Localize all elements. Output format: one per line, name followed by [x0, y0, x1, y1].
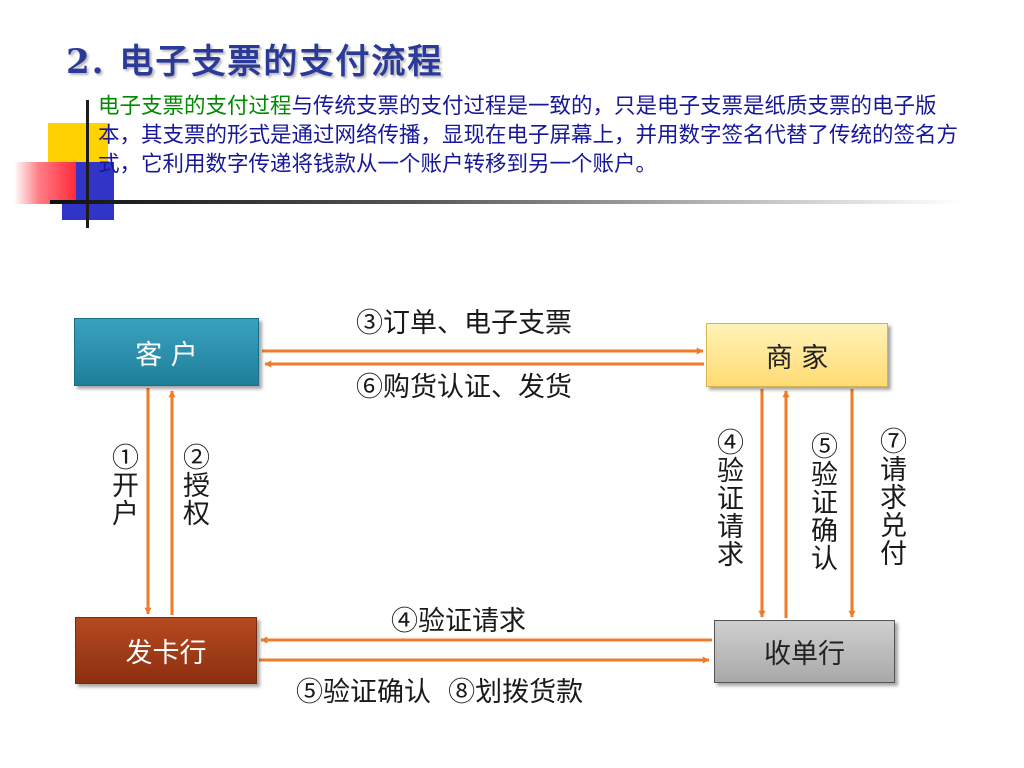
label-step7: ⑦请求兑付	[875, 427, 906, 567]
label-step5-right: ⑤验证确认	[806, 432, 837, 572]
label-step6: ⑥购货认证、发货	[356, 372, 572, 403]
label-step3: ③订单、电子支票	[356, 308, 572, 339]
node-customer: 客 户	[74, 318, 259, 386]
node-merchant: 商 家	[706, 323, 888, 387]
intro-highlight: 电子支票的支付过程	[98, 94, 292, 119]
node-issuing-bank: 发卡行	[75, 617, 257, 684]
node-acquiring-bank: 收单行	[714, 620, 895, 683]
label-step2: ②授权	[178, 443, 209, 527]
page-title: 2. 电子支票的支付流程	[66, 42, 444, 82]
decor-red-gradient	[14, 162, 76, 204]
label-step4-bottom: ④验证请求	[391, 606, 526, 637]
intro-paragraph: 电子支票的支付过程与传统支票的支付过程是一致的，只是电子支票是纸质支票的电子版本…	[98, 92, 958, 179]
label-step1: ①开户	[107, 443, 138, 527]
decor-horizontal-line	[50, 200, 960, 204]
label-step5-8-bottom: ⑤验证确认 ⑧划拨货款	[296, 677, 584, 708]
label-step4-right: ④验证请求	[712, 428, 743, 568]
intro-body: 与传统支票的支付过程是一致的，只是电子支票是纸质支票的电子版本，其支票的形式是通…	[98, 94, 959, 177]
decor-vertical-line	[86, 100, 89, 228]
